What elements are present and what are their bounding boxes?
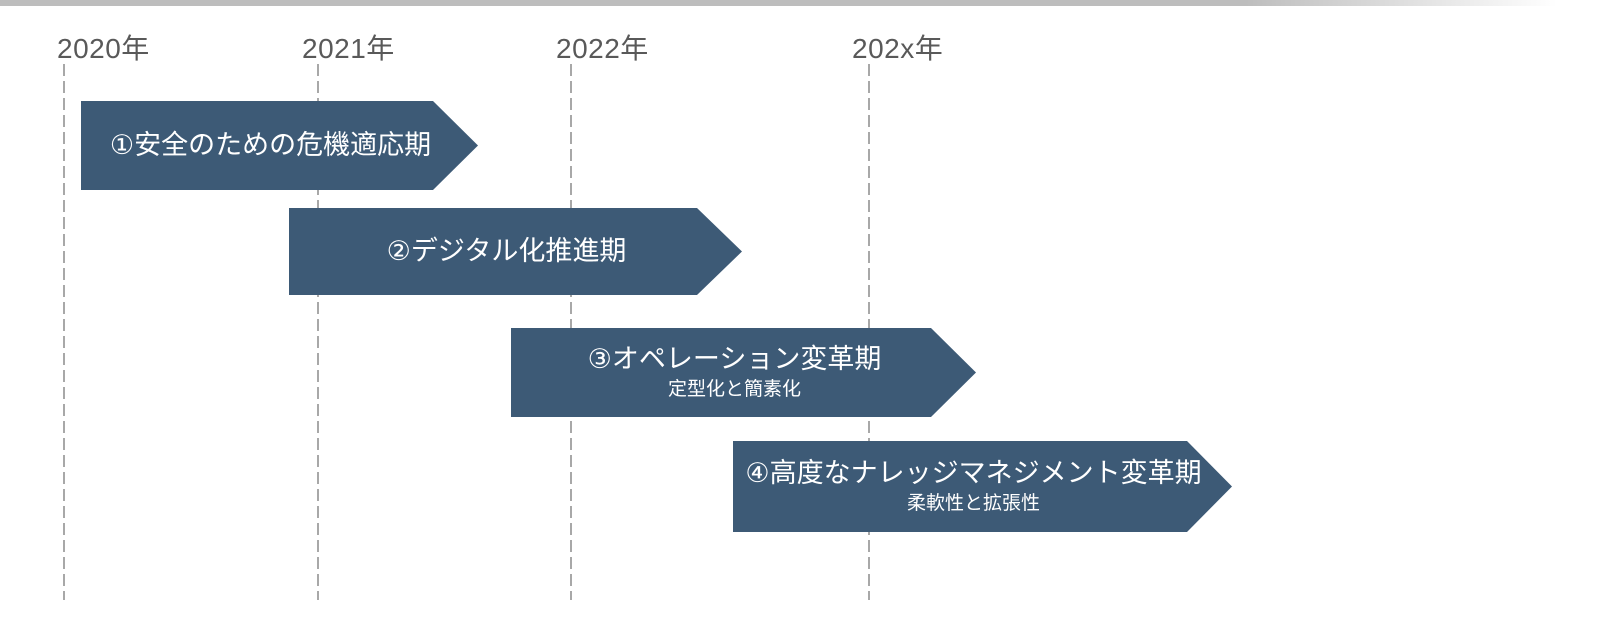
phase-arrow-4: ④高度なナレッジマネジメント変革期 柔軟性と拡張性	[733, 441, 1232, 532]
phase-arrow-1: ①安全のための危機適応期	[81, 101, 478, 190]
year-label-2022: 2022年	[556, 33, 649, 64]
year-label-202x: 202x年	[852, 33, 944, 64]
phase-subtitle: 柔軟性と拡張性	[906, 493, 1040, 515]
phase-title: ②デジタル化推進期	[386, 235, 627, 266]
phase-title: ④高度なナレッジマネジメント変革期	[745, 458, 1202, 489]
phase-arrow-2: ②デジタル化推進期	[289, 208, 742, 295]
phase-title: ①安全のための危機適応期	[109, 129, 432, 160]
top-accent-bar	[0, 0, 1557, 6]
gridline-2020	[63, 64, 65, 600]
year-label-2020: 2020年	[57, 33, 150, 64]
phase-title: ③オペレーション変革期	[587, 344, 882, 375]
phase-arrow-3: ③オペレーション変革期 定型化と簡素化	[511, 328, 976, 417]
phase-subtitle: 定型化と簡素化	[667, 379, 801, 401]
year-label-2021: 2021年	[302, 33, 395, 64]
gridline-2021	[317, 64, 319, 600]
